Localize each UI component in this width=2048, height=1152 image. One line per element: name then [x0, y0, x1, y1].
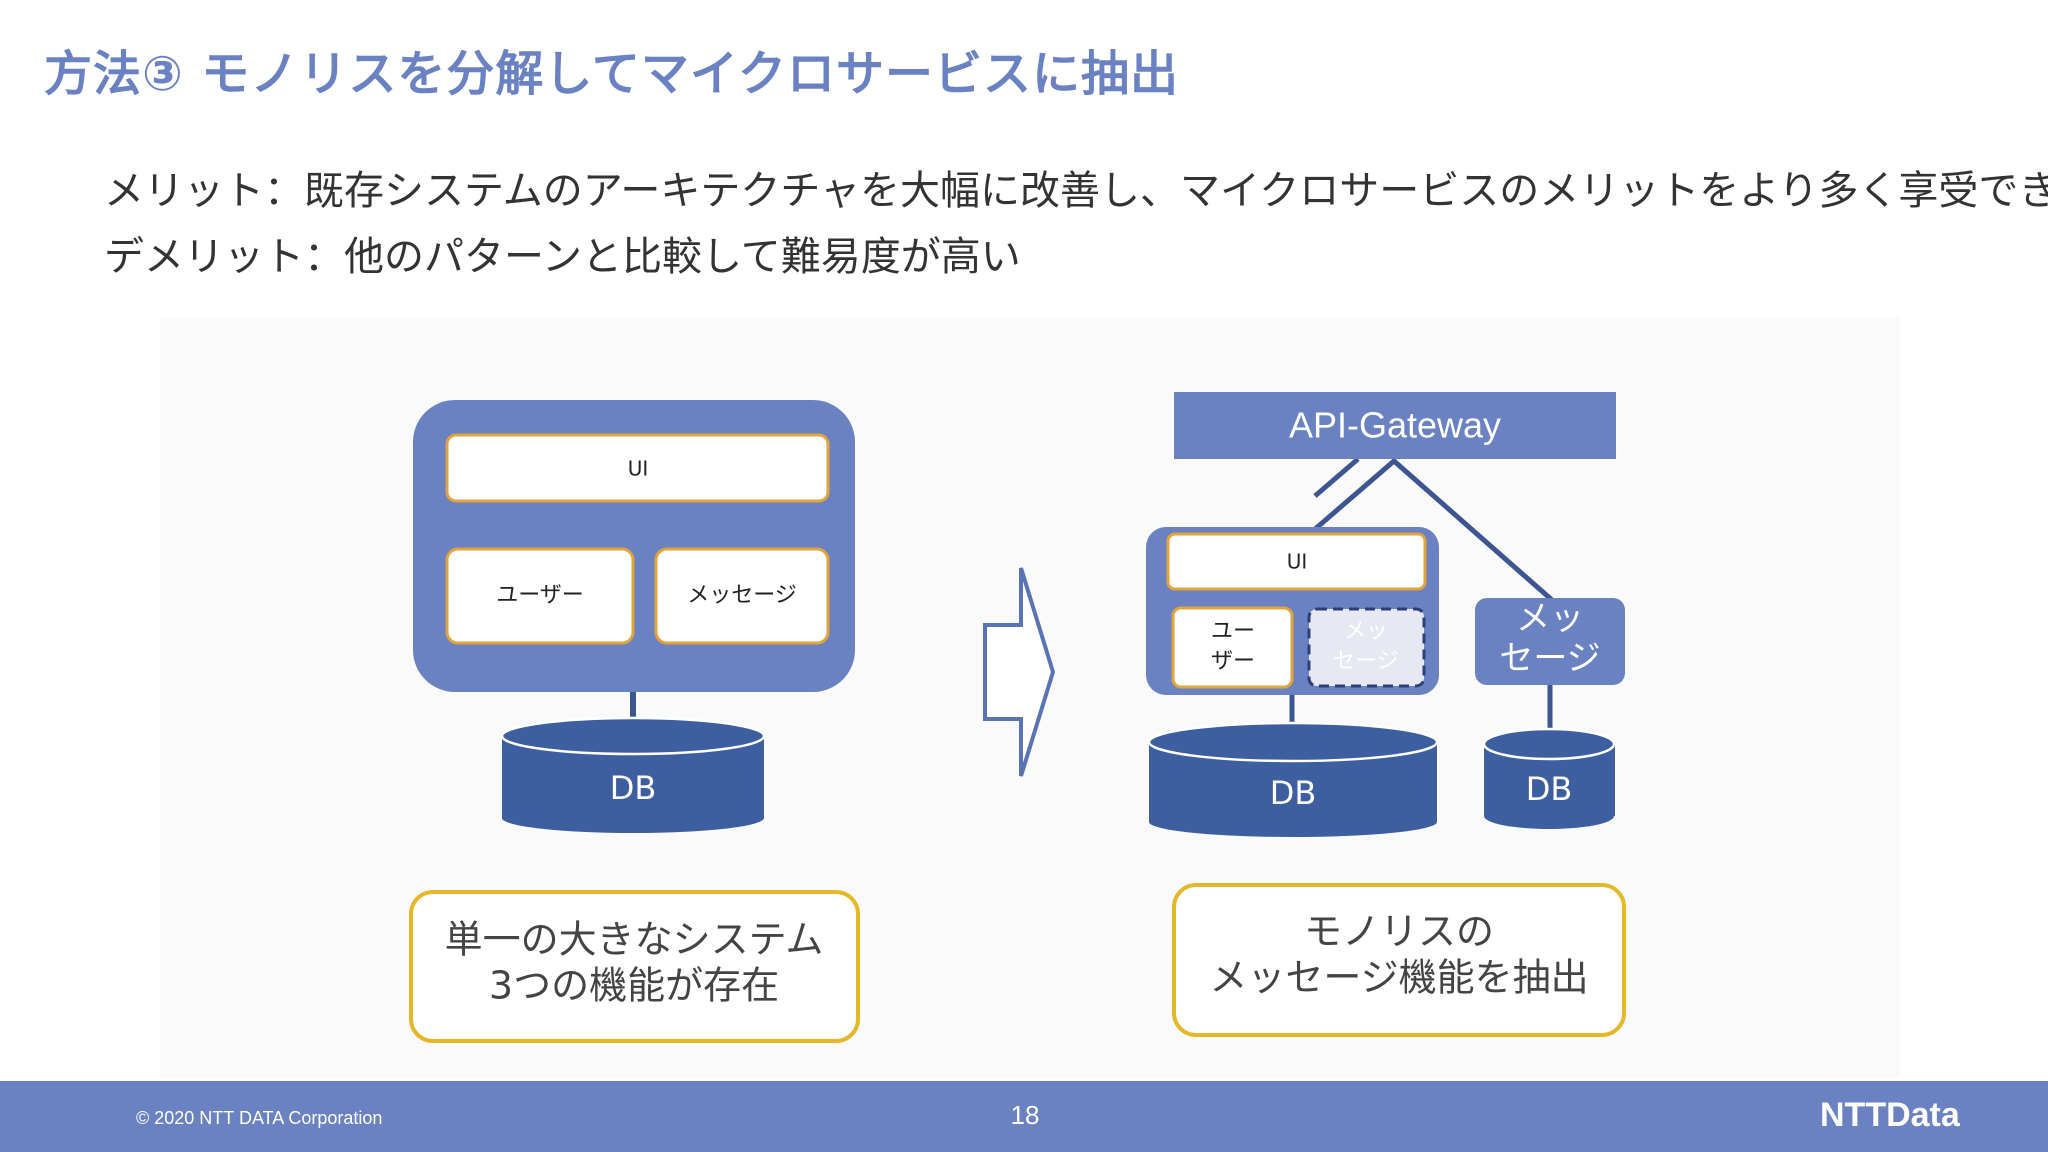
right-user-box: [1171, 606, 1294, 689]
monolith-message-label: メッセージ: [687, 583, 797, 608]
right-ui-label: UI: [1287, 550, 1308, 574]
monolith-db-label: DB: [610, 769, 657, 807]
ms-db-label: DB: [1526, 770, 1573, 808]
gateway-left-connector: [1313, 457, 1360, 498]
extraction-caption-line2: メッセージ機能を抽出: [1209, 956, 1588, 1000]
monolith-caption-line1: 単一の大きなシステム: [445, 918, 824, 962]
ms-db-cylinder: DB: [1482, 727, 1616, 829]
api-gateway-box: [1174, 392, 1616, 459]
right-user-line2: ザー: [1211, 649, 1255, 674]
ms-message-line2: セージ: [1499, 639, 1600, 679]
monolith-user-label: ユーザー: [496, 583, 584, 608]
gateway-connectors: [1312, 457, 1554, 602]
extraction-caption-line1: モノリスの: [1304, 910, 1494, 954]
monolith-message-box: [654, 547, 830, 645]
ntt-data-logo: NTTData: [1820, 1096, 1960, 1134]
monolith-diagram: UI ユーザー メッセージ DB 単一の大きなシステム 3つの機能が存在: [409, 400, 860, 1043]
page-number: 18: [1010, 1100, 1040, 1130]
monolith-user-box: [445, 547, 635, 645]
monolith-ui-box: [445, 433, 830, 503]
right-main-db-label: DB: [1270, 774, 1317, 812]
extraction-caption-box: [1172, 883, 1626, 1037]
right-user-line1: ユー: [1211, 619, 1255, 644]
monolith-ui-label: UI: [628, 457, 649, 481]
demerit-text: デメリット：他のパターンと比較して難易度が高い: [104, 234, 1021, 280]
extracted-message-ghost-box: [1307, 607, 1426, 688]
ms-message-line1: メッ: [1516, 599, 1584, 639]
monolith-caption-line2: 3つの機能が存在: [489, 964, 779, 1008]
copyright-text: © 2020 NTT DATA Corporation: [136, 1108, 383, 1128]
ghost-message-line2: セージ: [1333, 649, 1399, 674]
slide-footer-bar: [0, 1081, 2048, 1152]
transform-arrow-icon: [983, 567, 1056, 777]
merit-text: メリット：既存システムのアーキテクチャを大幅に改善し、マイクロサービスのメリット…: [104, 168, 2048, 214]
microservice-diagram: API-Gateway UI ユー ザー メッ セージ DB メッ セージ DB: [1146, 392, 1626, 1037]
slide-title: 方法③ モノリスを分解してマイクロサービスに抽出: [44, 46, 1179, 102]
api-gateway-label: API-Gateway: [1289, 405, 1501, 446]
right-main-db-cylinder: DB: [1147, 721, 1439, 837]
monolith-db-cylinder: DB: [500, 716, 766, 833]
message-microservice-box: [1475, 598, 1625, 685]
right-ui-box: [1166, 532, 1427, 591]
monolith-caption-box: [409, 890, 860, 1043]
ghost-message-line1: メッ: [1344, 619, 1388, 644]
